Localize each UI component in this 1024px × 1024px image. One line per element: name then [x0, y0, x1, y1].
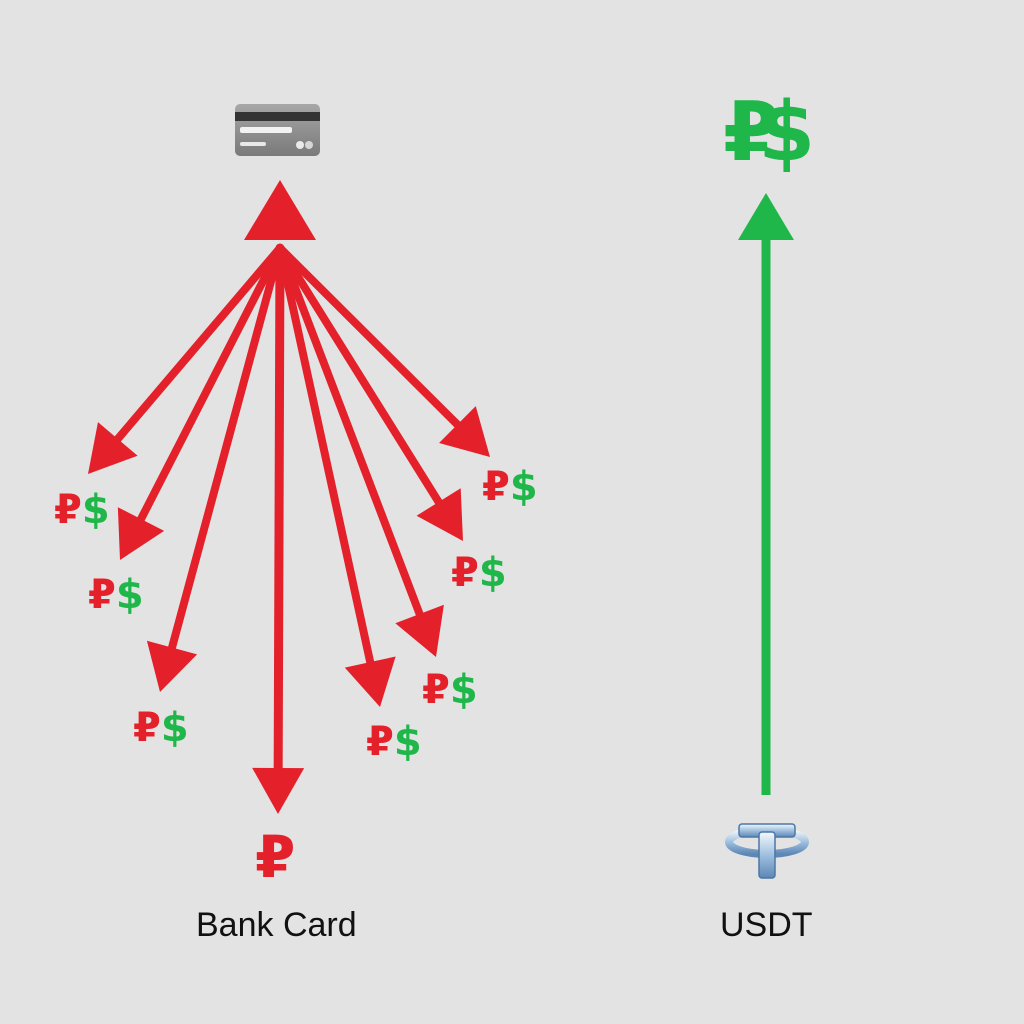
dollar-sign: $: [449, 667, 478, 713]
ruble-sign: ₽: [366, 719, 394, 765]
split-label: ₽$: [482, 467, 538, 507]
outflow-arrows: [88, 180, 490, 814]
tether-logo-icon: [725, 823, 809, 879]
dollar-sign: $: [758, 85, 816, 180]
dollar-sign: $: [393, 719, 422, 765]
outflow-arrow-2: [117, 244, 284, 560]
outflow-source-arrowhead: [244, 180, 316, 240]
credit-card-icon: [235, 104, 320, 156]
outflow-arrow-5: [276, 244, 444, 657]
ruble-sign: ₽: [482, 464, 510, 510]
split-label: ₽$: [88, 575, 144, 615]
dollar-sign: $: [160, 705, 189, 751]
split-label: ₽$: [54, 490, 110, 530]
ruble-sign: ₽: [54, 487, 82, 533]
dollar-sign: $: [115, 572, 144, 618]
usdt-caption: USDT: [720, 906, 813, 944]
split-label: ₽$: [422, 670, 478, 710]
outflow-arrow-3: [146, 244, 284, 692]
bank-card-caption: Bank Card: [196, 906, 357, 944]
outflow-arrow-6: [276, 244, 463, 541]
dollar-sign: $: [81, 487, 110, 533]
inflow-arrow: [738, 193, 794, 795]
ruble-sign: ₽: [422, 667, 450, 713]
split-label: ₽$: [451, 553, 507, 593]
outflow-arrow-main: [252, 243, 305, 814]
ruble-sign: ₽: [451, 550, 479, 596]
dollar-sign: $: [509, 464, 538, 510]
dollar-sign: $: [478, 550, 507, 596]
ruble-sign: ₽: [88, 572, 116, 618]
ruble-sign: ₽: [723, 85, 781, 180]
outflow-arrow-4: [276, 244, 396, 707]
split-label: ₽$: [366, 722, 422, 762]
ruble-sign: ₽: [133, 705, 161, 751]
split-label: ₽$: [133, 708, 189, 748]
outflow-arrow-7: [276, 244, 490, 457]
outflow-arrow-1: [88, 244, 284, 474]
final-ruble-symbol: ₽: [255, 823, 296, 891]
usdt-target-label: ₽$: [723, 92, 815, 174]
